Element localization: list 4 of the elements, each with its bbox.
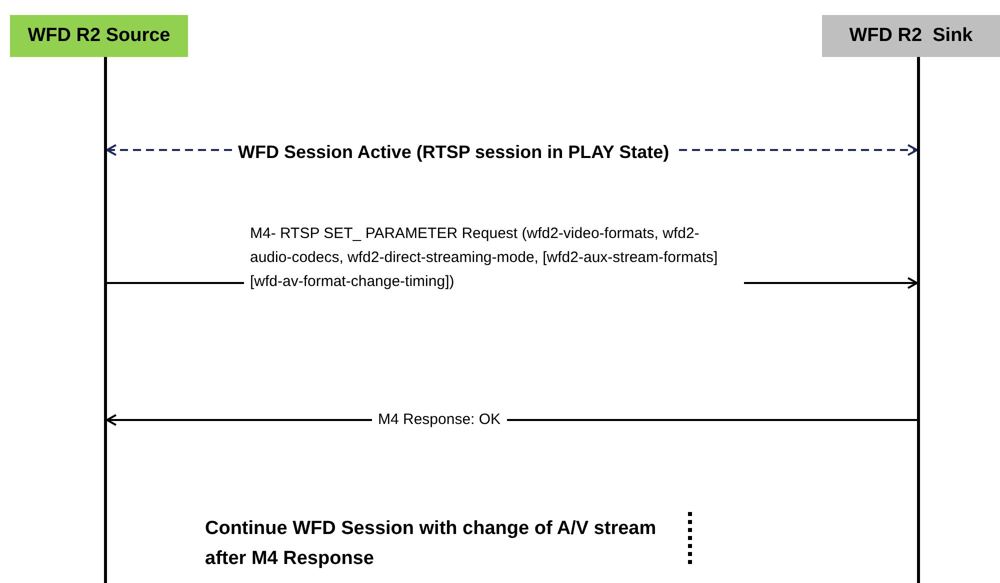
lifeline-header: WFD R2 Source bbox=[10, 15, 188, 57]
lifeline bbox=[104, 57, 107, 583]
lifeline-header: WFD R2 Sink bbox=[822, 15, 1000, 57]
lifeline bbox=[917, 57, 920, 583]
